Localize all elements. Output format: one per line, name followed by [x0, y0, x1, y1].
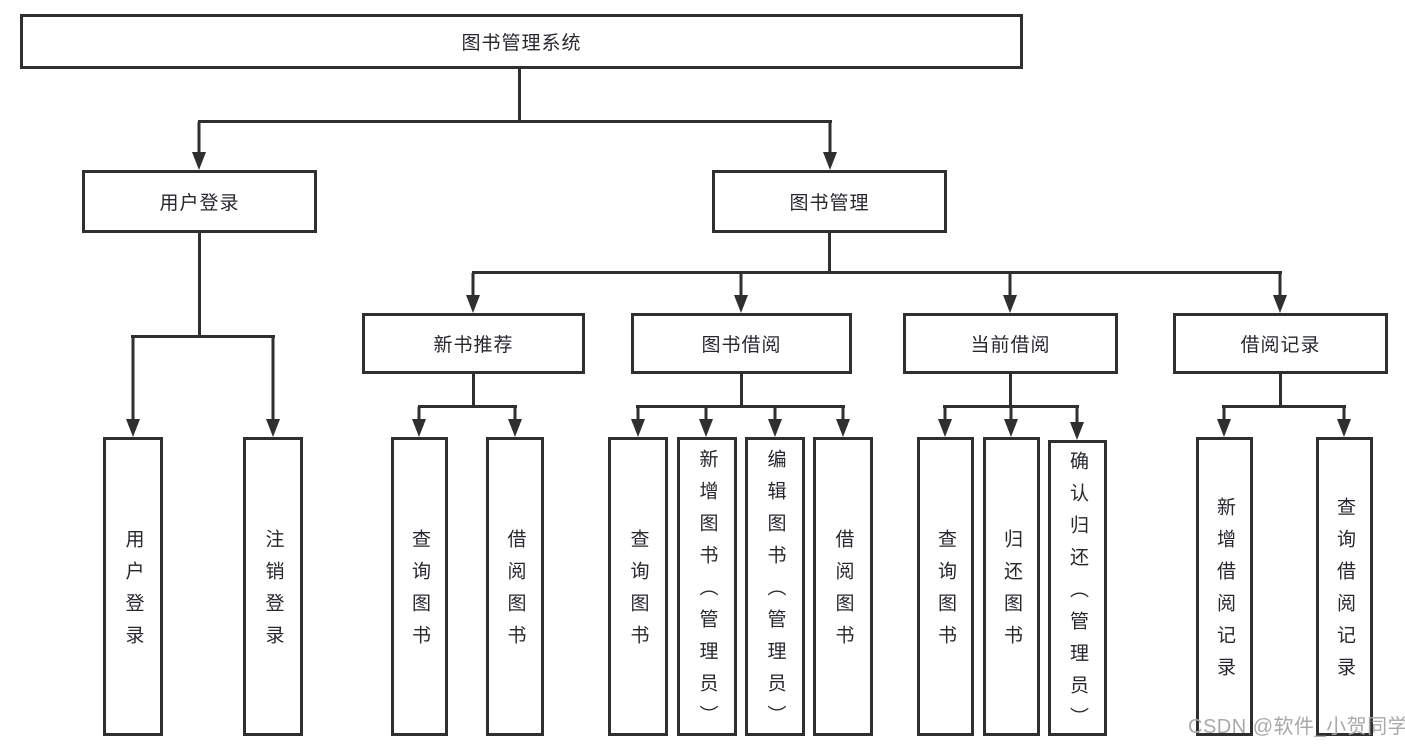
- arrow-down-icon: [1217, 407, 1231, 437]
- arrow-down-icon: [126, 337, 140, 437]
- node-borrowing-records: 借阅记录: [1173, 313, 1388, 374]
- node-new-book-recommendation-label: 新书推荐: [433, 335, 514, 356]
- connector-line: [198, 120, 832, 123]
- node-book-borrowing-label: 图书借阅: [701, 335, 782, 356]
- node-library-system: 图书管理系统: [20, 14, 1023, 69]
- node-book-management-label: 图书管理: [789, 193, 870, 214]
- connector-line: [1279, 374, 1282, 407]
- leaf-query-books-recommend-label: 查询图书: [409, 529, 430, 657]
- arrow-down-icon: [631, 407, 645, 437]
- connector-line: [131, 335, 275, 338]
- leaf-return-books-label: 归还图书: [1001, 529, 1022, 657]
- connector-line: [518, 69, 521, 122]
- arrow-down-icon: [699, 407, 713, 437]
- arrow-down-icon: [823, 122, 837, 170]
- node-user-login: 用户登录: [82, 170, 317, 233]
- leaf-query-books-recommend: 查询图书: [391, 437, 448, 736]
- node-borrowing-records-label: 借阅记录: [1240, 335, 1321, 356]
- leaf-add-books-admin-label: 新增图书（管理员）: [696, 449, 718, 737]
- leaf-borrow-books-recommend-label: 借阅图书: [504, 529, 526, 657]
- leaf-edit-books-admin-label: 编辑图书（管理员）: [764, 449, 786, 737]
- arrow-down-icon: [734, 273, 748, 313]
- csdn-watermark: CSDN @软件_小贺同学: [1188, 716, 1405, 738]
- leaf-return-books: 归还图书: [983, 437, 1040, 736]
- leaf-user-login-label: 用户登录: [122, 529, 144, 657]
- leaf-query-borrow-record: 查询借阅记录: [1316, 437, 1373, 736]
- arrow-down-icon: [1004, 407, 1018, 437]
- node-book-management: 图书管理: [712, 170, 947, 233]
- leaf-user-login: 用户登录: [103, 437, 163, 736]
- node-book-borrowing: 图书借阅: [631, 313, 852, 374]
- arrow-down-icon: [412, 407, 426, 437]
- leaf-borrow-books-borrowing-label: 借阅图书: [832, 529, 854, 657]
- connector-line: [1009, 374, 1012, 407]
- arrow-down-icon: [768, 407, 782, 437]
- arrow-down-icon: [466, 273, 480, 313]
- leaf-query-books-current-label: 查询图书: [935, 529, 956, 657]
- leaf-add-books-admin: 新增图书（管理员）: [677, 437, 737, 737]
- arrow-down-icon: [266, 337, 280, 437]
- connector-line: [636, 405, 845, 408]
- node-new-book-recommendation: 新书推荐: [362, 313, 585, 374]
- leaf-query-books-borrowing-label: 查询图书: [627, 529, 649, 657]
- leaf-borrow-books-borrowing: 借阅图书: [813, 437, 873, 736]
- connector-line: [1222, 405, 1346, 408]
- leaf-logout-label: 注销登录: [262, 529, 284, 657]
- node-user-login-label: 用户登录: [159, 193, 240, 214]
- arrow-down-icon: [1070, 407, 1084, 440]
- arrow-down-icon: [836, 407, 850, 437]
- leaf-borrow-books-recommend: 借阅图书: [486, 437, 544, 736]
- leaf-confirm-return-admin-label: 确认归还（管理员）: [1067, 450, 1088, 739]
- arrow-down-icon: [1273, 273, 1287, 313]
- leaf-logout: 注销登录: [243, 437, 303, 736]
- node-current-borrowing-label: 当前借阅: [970, 335, 1051, 356]
- node-library-system-label: 图书管理系统: [461, 33, 582, 54]
- leaf-confirm-return-admin: 确认归还（管理员）: [1048, 440, 1107, 739]
- arrow-down-icon: [938, 407, 952, 437]
- connector-line: [472, 271, 1282, 274]
- node-current-borrowing: 当前借阅: [903, 313, 1118, 374]
- leaf-query-books-borrowing: 查询图书: [608, 437, 668, 736]
- arrow-down-icon: [508, 407, 522, 437]
- leaf-edit-books-admin: 编辑图书（管理员）: [745, 437, 805, 737]
- arrow-down-icon: [192, 122, 206, 170]
- leaf-add-borrow-record: 新增借阅记录: [1196, 437, 1253, 736]
- leaf-query-borrow-record-label: 查询借阅记录: [1334, 497, 1355, 689]
- connector-line: [740, 374, 743, 407]
- connector-line: [472, 374, 475, 407]
- leaf-query-books-current: 查询图书: [917, 437, 974, 736]
- connector-line: [198, 233, 201, 337]
- arrow-down-icon: [1337, 407, 1351, 437]
- arrow-down-icon: [1003, 273, 1017, 313]
- connector-line: [418, 405, 517, 408]
- connector-line: [943, 405, 1079, 408]
- leaf-add-borrow-record-label: 新增借阅记录: [1214, 497, 1235, 689]
- connector-line: [828, 233, 831, 273]
